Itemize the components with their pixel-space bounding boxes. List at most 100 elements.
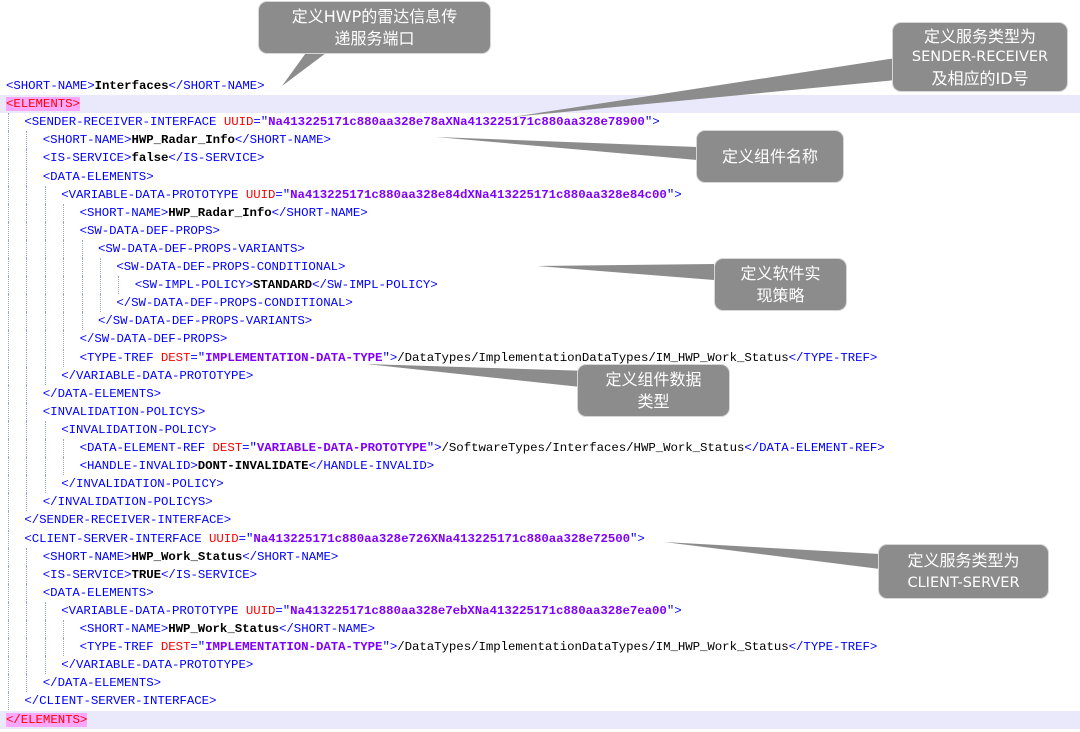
code-content: <SHORT-NAME>HWP_Work_Status</SHORT-NAME> (43, 548, 339, 566)
code-line[interactable]: </SW-DATA-DEF-PROPS> (0, 330, 1080, 349)
indent-guide (26, 493, 28, 512)
indent-guide (26, 457, 28, 476)
xml-attribute: UUID (223, 115, 254, 130)
xml-tag: =" (275, 187, 291, 202)
indent-guide (44, 312, 46, 331)
xml-tag: "> (666, 187, 682, 202)
indent-guide (26, 330, 28, 349)
code-content: <INVALIDATION-POLICYS> (43, 403, 206, 421)
indent-guide (26, 402, 28, 421)
indent-guide (44, 638, 46, 657)
xml-tag: <VARIABLE-DATA-PROTOTYPE (61, 187, 246, 202)
indent-guide (26, 294, 28, 313)
code-line[interactable]: <SHORT-NAME>HWP_Radar_Info</SHORT-NAME> (0, 203, 1080, 222)
indent-guide (26, 366, 28, 385)
indent-guide (26, 221, 28, 240)
indent-guide (44, 221, 46, 240)
code-line[interactable]: <INVALIDATION-POLICYS> (0, 402, 1080, 421)
code-line[interactable]: <SENDER-RECEIVER-INTERFACE UUID="Na41322… (0, 113, 1080, 132)
xml-tag: <IS-SERVICE> (42, 567, 132, 582)
code-line[interactable]: </CLIENT-SERVER-INTERFACE> (0, 692, 1080, 711)
code-content: <VARIABLE-DATA-PROTOTYPE UUID="Na4132251… (61, 186, 681, 204)
xml-attribute: UUID (245, 187, 276, 202)
code-line[interactable]: <VARIABLE-DATA-PROTOTYPE UUID="Na4132251… (0, 601, 1080, 620)
code-content: <INVALIDATION-POLICY> (61, 421, 216, 439)
xml-tag: =" (190, 350, 206, 365)
code-line[interactable]: </SW-DATA-DEF-PROPS-VARIANTS> (0, 312, 1080, 331)
xml-tag: </DATA-ELEMENTS> (42, 386, 161, 401)
code-line[interactable]: <ELEMENTS> (0, 95, 1080, 114)
indent-guide (63, 239, 65, 258)
code-line[interactable]: <VARIABLE-DATA-PROTOTYPE UUID="Na4132251… (0, 185, 1080, 204)
code-line[interactable]: <IS-SERVICE>false</IS-SERVICE> (0, 149, 1080, 168)
code-line[interactable]: <TYPE-TREF DEST="IMPLEMENTATION-DATA-TYP… (0, 348, 1080, 367)
code-line[interactable]: <SHORT-NAME>HWP_Radar_Info</SHORT-NAME> (0, 131, 1080, 150)
indent-guide (26, 420, 28, 439)
indent-guide (26, 656, 28, 675)
indent-guide (8, 475, 9, 494)
code-line[interactable]: </SW-DATA-DEF-PROPS-CONDITIONAL> (0, 294, 1080, 313)
xml-tag: "> (426, 441, 442, 455)
indent-guide (8, 258, 9, 276)
code-line[interactable]: </INVALIDATION-POLICYS> (0, 493, 1080, 512)
code-content: <SENDER-RECEIVER-INTERFACE UUID="Na41322… (24, 113, 659, 131)
code-line[interactable]: </INVALIDATION-POLICY> (0, 475, 1080, 494)
xml-attribute: DEST (160, 640, 191, 655)
indent-guide (100, 276, 101, 295)
code-line[interactable]: <DATA-ELEMENT-REF DEST="VARIABLE-DATA-PR… (0, 439, 1080, 457)
code-line[interactable]: <TYPE-TREF DEST="IMPLEMENTATION-DATA-TYP… (0, 638, 1080, 657)
indent-guide (26, 276, 28, 295)
xml-text: TRUE (131, 567, 161, 582)
code-line[interactable]: </DATA-ELEMENTS> (0, 674, 1080, 693)
xml-tag: </VARIABLE-DATA-PROTOTYPE> (61, 368, 254, 383)
indent-guide (44, 620, 46, 638)
code-content: <ELEMENTS> (6, 95, 80, 113)
code-line[interactable]: <SHORT-NAME>HWP_Work_Status</SHORT-NAME> (0, 620, 1080, 638)
code-line[interactable]: </ELEMENTS> (0, 710, 1080, 729)
indent-guide (8, 348, 9, 367)
code-line[interactable]: </VARIABLE-DATA-PROTOTYPE> (0, 656, 1080, 675)
indent-guide (44, 294, 46, 313)
code-line[interactable]: </VARIABLE-DATA-PROTOTYPE> (0, 366, 1080, 385)
code-content: <SW-DATA-DEF-PROPS> (80, 222, 220, 240)
code-line[interactable]: <SW-DATA-DEF-PROPS-VARIANTS> (0, 239, 1080, 258)
code-line[interactable]: <SW-DATA-DEF-PROPS-CONDITIONAL> (0, 258, 1080, 276)
xml-attribute-value: Na413225171c880aa328e78aXNa413225171c880… (268, 115, 645, 130)
xml-tag: </SHORT-NAME> (234, 133, 331, 148)
indent-guide (8, 692, 9, 711)
indent-guide (8, 674, 9, 693)
xml-text: HWP_Work_Status (131, 549, 243, 564)
code-line[interactable]: <SHORT-NAME>HWP_Work_Status</SHORT-NAME> (0, 547, 1080, 566)
indent-guide (81, 276, 83, 295)
indent-guide (44, 330, 46, 349)
code-content: <VARIABLE-DATA-PROTOTYPE UUID="Na4132251… (61, 602, 681, 620)
indent-guide (63, 312, 65, 331)
indent-guide (81, 239, 83, 258)
indent-guide (26, 239, 28, 258)
code-line[interactable]: <CLIENT-SERVER-INTERFACE UUID="Na4132251… (0, 529, 1080, 548)
indent-guide (44, 439, 46, 457)
code-line[interactable]: <IS-SERVICE>TRUE</IS-SERVICE> (0, 565, 1080, 584)
code-line[interactable]: <HANDLE-INVALID>DONT-INVALIDATE</HANDLE-… (0, 457, 1080, 476)
code-line[interactable]: <SW-IMPL-POLICY>STANDARD</SW-IMPL-POLICY… (0, 276, 1080, 295)
code-line[interactable]: </DATA-ELEMENTS> (0, 384, 1080, 403)
code-line[interactable]: <DATA-ELEMENTS> (0, 583, 1080, 602)
code-line[interactable]: </SENDER-RECEIVER-INTERFACE> (0, 511, 1080, 530)
xml-tag: <SW-DATA-DEF-PROPS> (79, 223, 220, 238)
xml-tag: <SW-IMPL-POLICY> (134, 278, 253, 293)
indent-guide (44, 276, 46, 295)
code-line[interactable]: <SHORT-NAME>Interfaces</SHORT-NAME> (0, 77, 1080, 95)
xml-tag: <VARIABLE-DATA-PROTOTYPE (61, 603, 246, 618)
code-line[interactable]: <INVALIDATION-POLICY> (0, 420, 1080, 439)
callout-impl-policy: 定义软件实 现策略 (714, 258, 847, 311)
xml-text: STANDARD (252, 278, 313, 293)
code-content: <IS-SERVICE>TRUE</IS-SERVICE> (43, 566, 257, 584)
code-line[interactable]: <DATA-ELEMENTS> (0, 167, 1080, 186)
indent-guide (63, 258, 65, 276)
indent-guide (8, 131, 9, 150)
xml-attribute-value: VARIABLE-DATA-PROTOTYPE (256, 441, 427, 455)
xml-tag: </INVALIDATION-POLICYS> (42, 495, 213, 510)
code-line[interactable]: <SW-DATA-DEF-PROPS> (0, 221, 1080, 240)
indent-guide (8, 620, 9, 638)
